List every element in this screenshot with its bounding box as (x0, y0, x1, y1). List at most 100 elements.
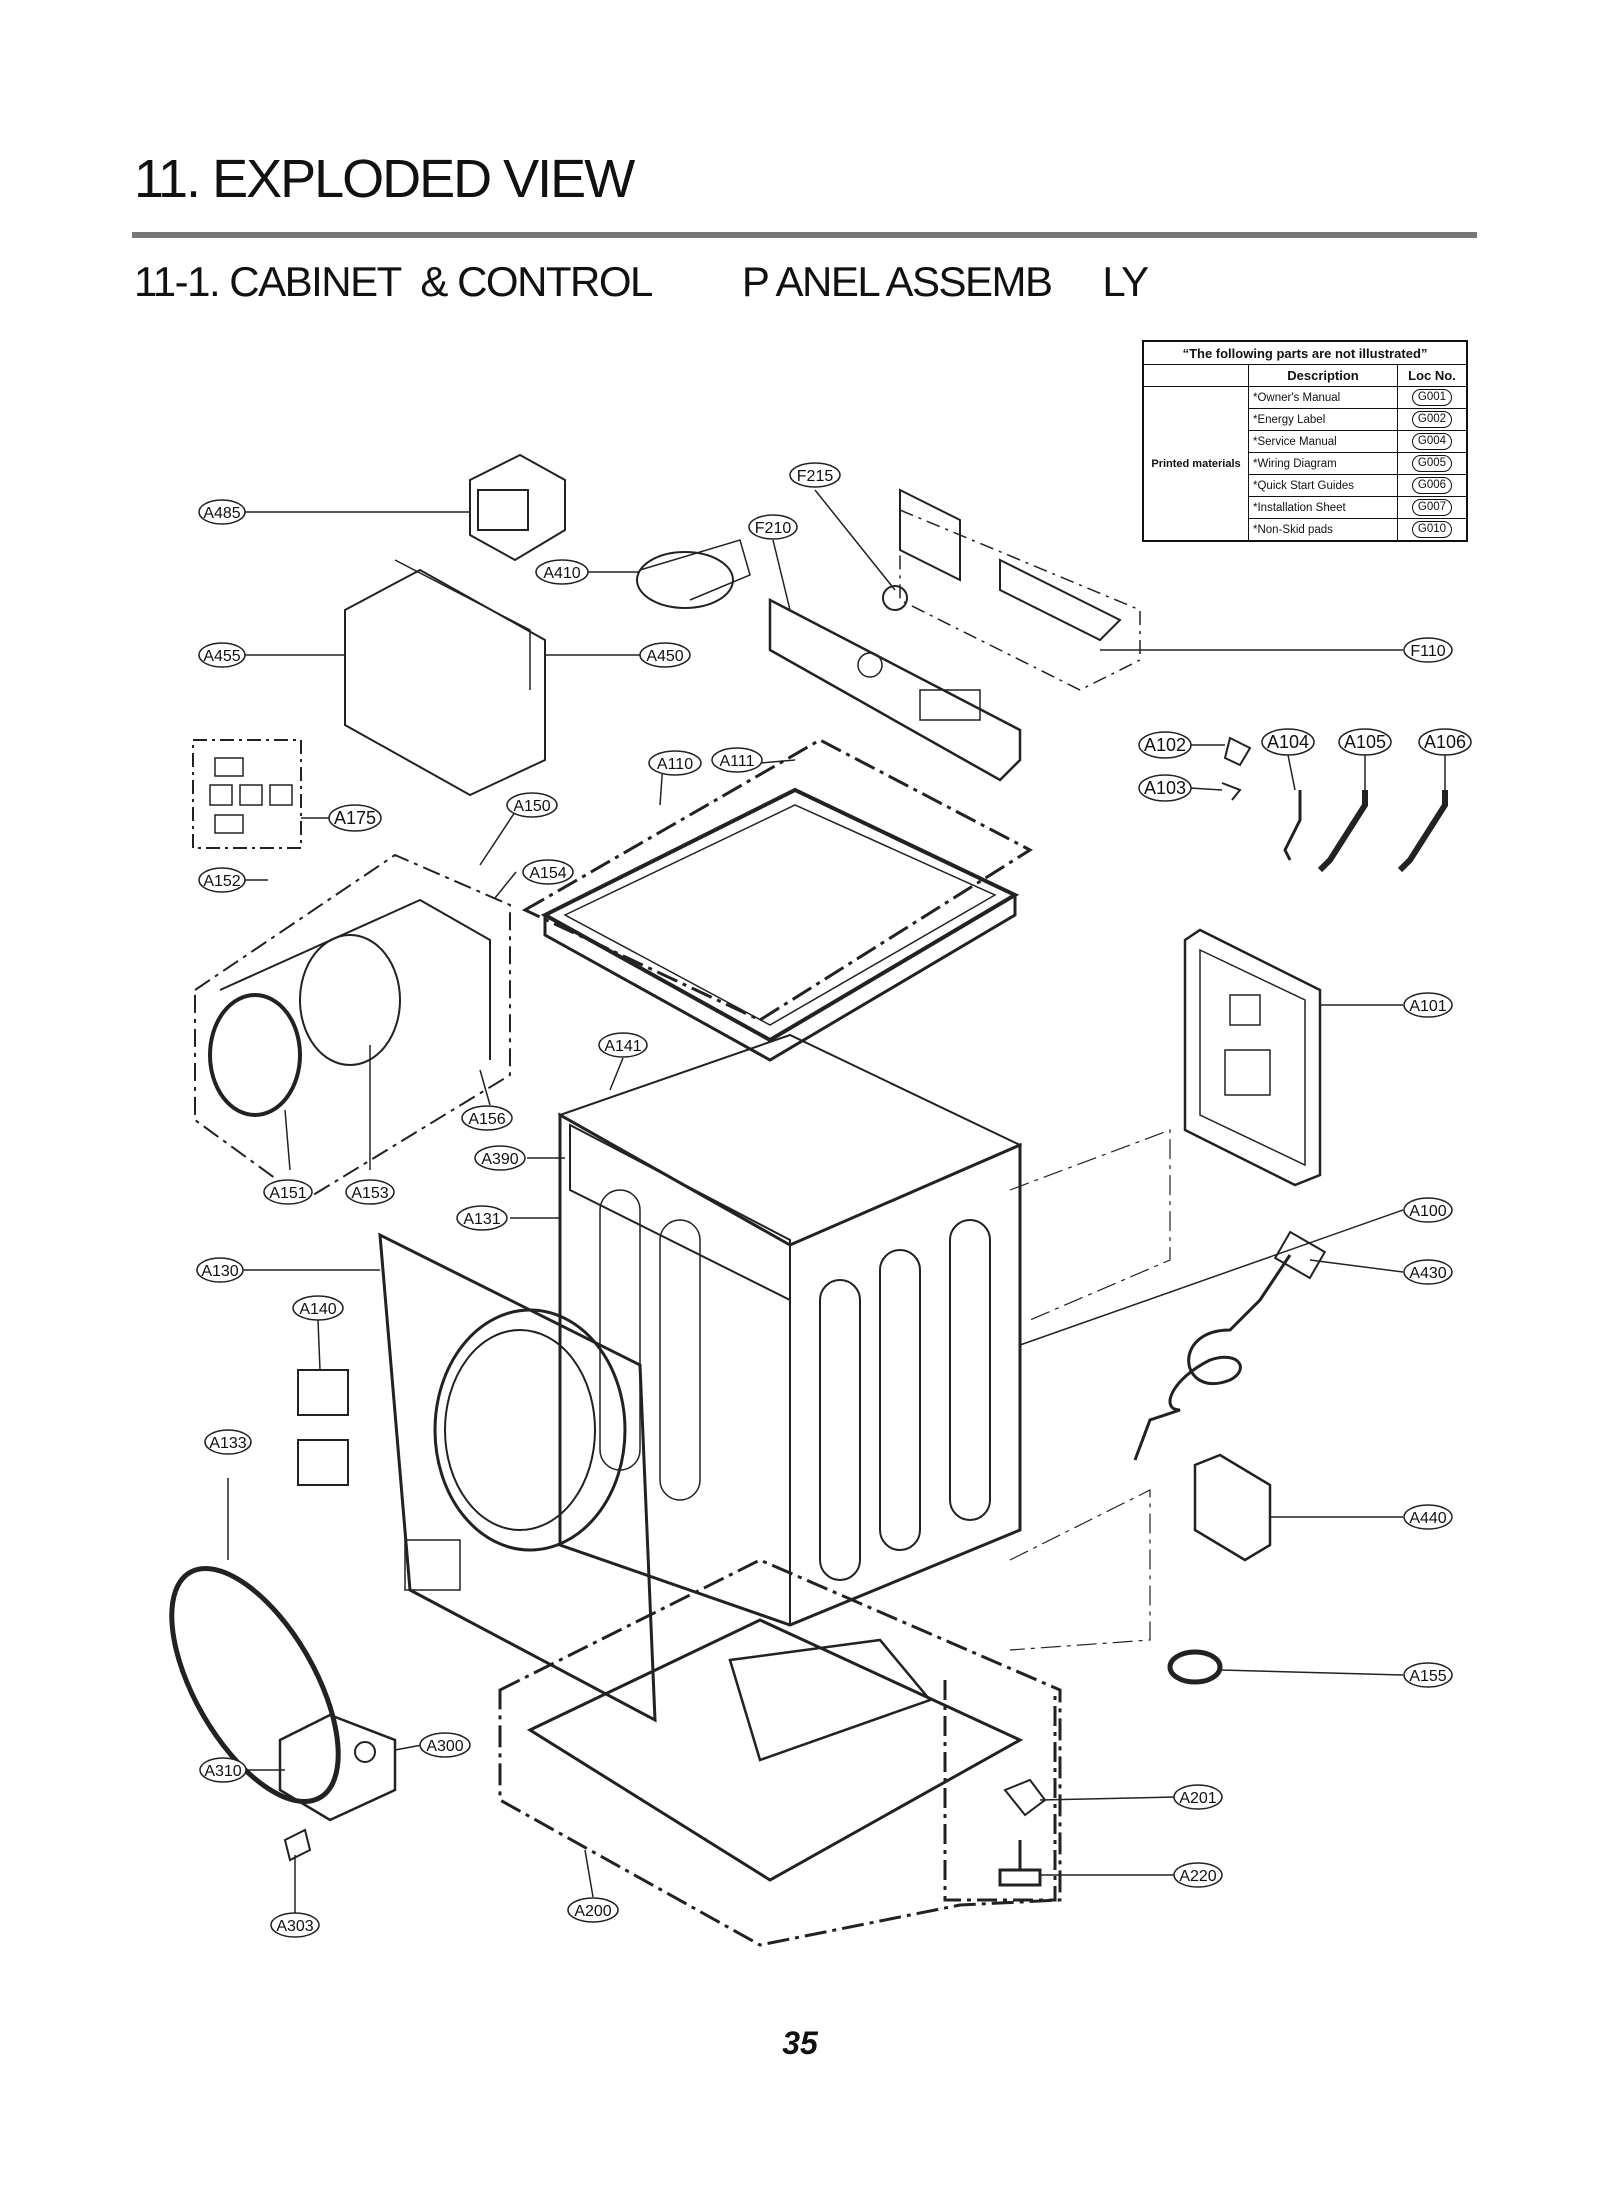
table-row: *Non-Skid pads G010 (1143, 518, 1468, 542)
callout-a220: A220 (1173, 1862, 1223, 1888)
svg-text:A133: A133 (209, 1435, 246, 1452)
callout-a300: A300 (419, 1732, 471, 1758)
callout-a153: A153 (345, 1179, 395, 1205)
callout-a141: A141 (598, 1032, 648, 1058)
main-pcb (344, 568, 546, 797)
callout-a104: A104 (1261, 728, 1315, 756)
noise-filter (1193, 1453, 1272, 1562)
svg-text:F215: F215 (797, 468, 834, 485)
svg-text:A140: A140 (299, 1301, 336, 1318)
loc-badge: G007 (1411, 499, 1453, 516)
svg-text:F210: F210 (755, 520, 792, 537)
row-description: *Non-Skid pads (1248, 518, 1398, 542)
front-panel (378, 1232, 657, 1723)
door-gasket-ring (169, 1565, 341, 1805)
callout-a156: A156 (461, 1105, 513, 1131)
shock-absorber-2 (1397, 790, 1448, 873)
callout-a152: A152 (198, 867, 246, 893)
callout-a102: A102 (1138, 731, 1192, 759)
title-divider (132, 232, 1477, 238)
svg-text:A104: A104 (1267, 732, 1309, 752)
svg-text:A300: A300 (426, 1738, 463, 1755)
svg-text:A455: A455 (203, 648, 240, 665)
row-description: *Service Manual (1248, 430, 1398, 453)
svg-text:A100: A100 (1409, 1203, 1446, 1220)
drawer-frame (194, 853, 511, 1202)
loc-badge: G010 (1411, 521, 1453, 538)
drawer-parts-frame (192, 739, 302, 849)
svg-text:A151: A151 (269, 1185, 306, 1202)
callout-a151: A151 (263, 1179, 313, 1205)
callout-a150: A150 (506, 792, 558, 818)
callout-a106: A106 (1418, 728, 1472, 756)
leveling-leg (1283, 790, 1302, 861)
loc-badge: G001 (1411, 389, 1453, 406)
svg-text:A430: A430 (1409, 1265, 1446, 1282)
table-row: *Wiring Diagram G005 (1143, 452, 1468, 475)
group-label: Printed materials (1142, 386, 1249, 542)
callout-f110: F110 (1403, 637, 1453, 663)
base-frame (498, 1558, 1062, 1947)
hinge-bottom (297, 1439, 349, 1486)
control-pcb-frame (899, 508, 1141, 691)
svg-text:A156: A156 (468, 1111, 505, 1128)
top-cover-plate (540, 787, 1020, 1043)
callout-f215: F215 (789, 462, 841, 488)
svg-text:A103: A103 (1144, 778, 1186, 798)
svg-text:A110: A110 (657, 756, 693, 773)
table-row: Printed materials *Owner's Manual G001 (1142, 386, 1468, 542)
callout-a111: A111 (711, 747, 763, 773)
service-cover (278, 1713, 397, 1822)
callout-f210: F210 (748, 514, 798, 540)
callout-a430: A430 (1403, 1259, 1453, 1285)
leg-adjuster (998, 1840, 1042, 1887)
row-description: *Wiring Diagram (1248, 452, 1398, 475)
table-blank-cell (1142, 364, 1249, 387)
svg-text:A131: A131 (463, 1211, 500, 1228)
callout-a200: A200 (567, 1897, 619, 1923)
svg-text:A410: A410 (543, 565, 580, 582)
callout-a131: A131 (456, 1205, 508, 1231)
knob (882, 585, 908, 611)
callout-a105: A105 (1338, 728, 1392, 756)
row-description: *Installation Sheet (1248, 496, 1398, 519)
callout-a103: A103 (1138, 774, 1192, 802)
svg-text:A201: A201 (1179, 1790, 1216, 1807)
leg-bracket (1003, 1778, 1047, 1817)
display-pcb (469, 453, 566, 562)
row-description: *Quick Start Guides (1248, 474, 1398, 497)
svg-text:F110: F110 (1410, 643, 1445, 660)
svg-text:A440: A440 (1409, 1510, 1446, 1527)
callout-a175: A175 (328, 804, 382, 832)
svg-text:A101: A101 (1409, 998, 1446, 1015)
upper-panel (569, 1123, 791, 1302)
callout-a133: A133 (204, 1429, 252, 1455)
section-subtitle: 11-1. CABINET & CONTROL P ANEL ASSEMB LY (134, 258, 1149, 305)
not-illustrated-parts-table: “The following parts are not illustrated… (1142, 340, 1468, 542)
pressure-switch (636, 551, 734, 609)
shock-absorber-1 (1317, 790, 1368, 873)
callout-a154: A154 (522, 859, 574, 885)
row-description: *Energy Label (1248, 408, 1398, 431)
callout-a130: A130 (196, 1257, 244, 1283)
svg-text:A106: A106 (1424, 732, 1466, 752)
col-description: Description (1248, 364, 1398, 387)
svg-text:A175: A175 (334, 808, 376, 828)
table-row: *Service Manual G004 (1143, 430, 1468, 453)
svg-text:A152: A152 (203, 873, 240, 890)
svg-text:A155: A155 (1409, 1668, 1446, 1685)
svg-text:A220: A220 (1179, 1868, 1216, 1885)
callout-a101: A101 (1403, 992, 1453, 1018)
svg-text:A153: A153 (351, 1185, 388, 1202)
callout-a410: A410 (535, 559, 589, 585)
top-cover-frame (521, 738, 1034, 1022)
page-number: 35 (782, 2025, 818, 2061)
control-panel (768, 597, 1022, 782)
loc-badge: G004 (1411, 433, 1453, 450)
table-header: “The following parts are not illustrated… (1142, 340, 1468, 365)
callout-a303: A303 (270, 1912, 320, 1938)
callout-a440: A440 (1403, 1504, 1453, 1530)
svg-text:A154: A154 (529, 865, 566, 882)
callout-a390: A390 (474, 1145, 526, 1171)
